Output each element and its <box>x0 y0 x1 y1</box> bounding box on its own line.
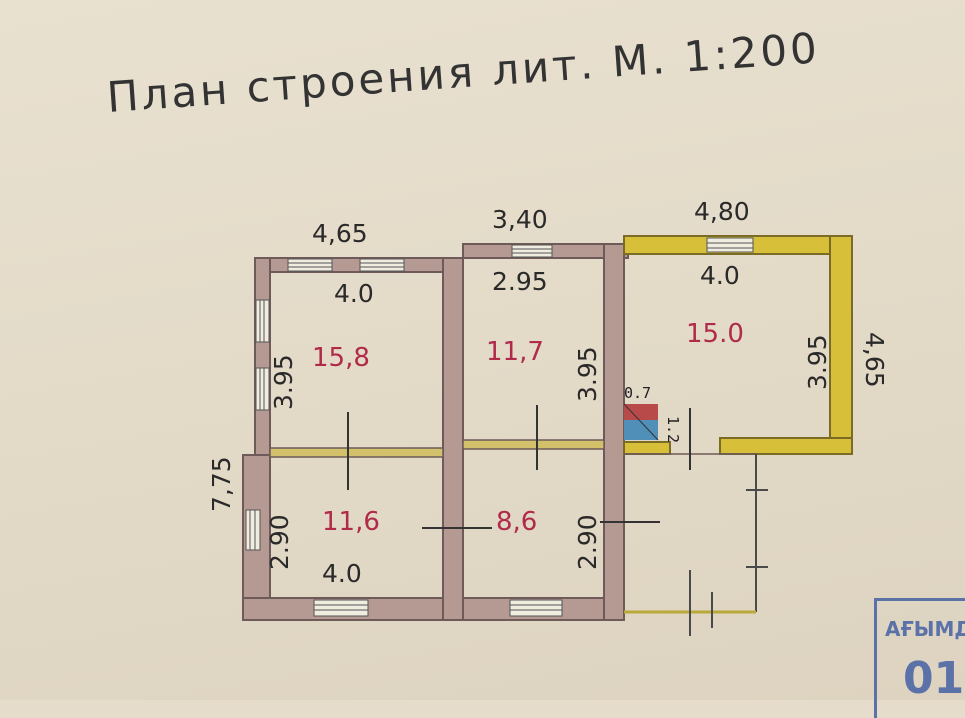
partition-left <box>269 447 444 458</box>
partition-middle <box>462 439 605 450</box>
paper-background <box>0 0 965 700</box>
plan-title: План строения лит. М. 1:200 <box>105 22 868 132</box>
closet-diagonal <box>623 403 659 441</box>
window-left-2 <box>255 367 270 411</box>
window-top-2 <box>359 258 405 272</box>
horizontal-partitions <box>269 439 756 458</box>
dim-room3-width: 4.0 <box>700 261 740 290</box>
dim-outer-top-middle: 3,40 <box>492 205 548 234</box>
wall-addition-bottom-right <box>719 437 853 455</box>
floor-plan: 4,65 3,40 4,80 7,75 4,65 4.0 3.95 2.95 3… <box>207 197 889 636</box>
dim-room4-height: 2.90 <box>265 514 294 570</box>
area-room-3: 15.0 <box>686 319 744 349</box>
wall-bottom <box>242 597 624 621</box>
area-room-2: 11,7 <box>486 337 544 367</box>
dim-outer-top-left: 4,65 <box>312 219 368 248</box>
area-room-4: 11,6 <box>322 507 380 537</box>
window-bottom-2 <box>509 599 563 617</box>
wall-addition-bottom-left <box>623 441 671 455</box>
closet <box>623 403 659 441</box>
dim-closet-width: 0.7 <box>624 384 651 402</box>
closet-bottom <box>624 420 658 440</box>
window-left-1 <box>255 299 270 343</box>
dim-room3-height: 3.95 <box>803 334 832 390</box>
area-room-5: 8,6 <box>496 507 537 537</box>
stamp-label: АҒЫМД <box>885 617 965 641</box>
window-bottom-1 <box>313 599 369 617</box>
windows <box>245 237 754 617</box>
dim-outer-top-right: 4,80 <box>694 197 750 226</box>
wall-top-left <box>254 257 464 273</box>
dim-room5-height: 2.90 <box>573 514 602 570</box>
room-dimensions: 4.0 3.95 2.95 3.95 4.0 3.95 4.0 2.90 2.9… <box>265 261 832 588</box>
window-top-3 <box>511 244 553 258</box>
door-marks <box>347 405 691 529</box>
dim-room4-width: 4.0 <box>322 559 362 588</box>
dim-room2-height: 3.95 <box>573 346 602 402</box>
dim-room1-height: 3.95 <box>269 354 298 410</box>
dim-room2-width: 2.95 <box>492 267 548 296</box>
wall-addition-right <box>829 235 853 455</box>
dim-outer-right: 4,65 <box>860 332 889 388</box>
window-left-3 <box>245 509 261 551</box>
porch-outline <box>624 454 768 636</box>
closet-top <box>624 404 658 420</box>
dim-outer-left: 7,75 <box>207 456 236 512</box>
area-room-1: 15,8 <box>312 343 370 373</box>
window-top-4 <box>706 237 754 253</box>
window-top-1 <box>287 258 333 272</box>
stamp-code: 01 <box>903 653 965 704</box>
registration-stamp: АҒЫМД 01 <box>874 598 965 718</box>
wall-partition-2 <box>603 243 625 621</box>
room-areas: 15,8 11,7 15.0 11,6 8,6 <box>312 319 744 537</box>
outer-dimensions: 4,65 3,40 4,80 7,75 4,65 <box>207 197 889 512</box>
dim-closet-height: 1.2 <box>664 416 682 443</box>
wall-partition-1 <box>442 257 464 621</box>
dim-room1-width: 4.0 <box>334 279 374 308</box>
brick-walls <box>242 243 629 621</box>
